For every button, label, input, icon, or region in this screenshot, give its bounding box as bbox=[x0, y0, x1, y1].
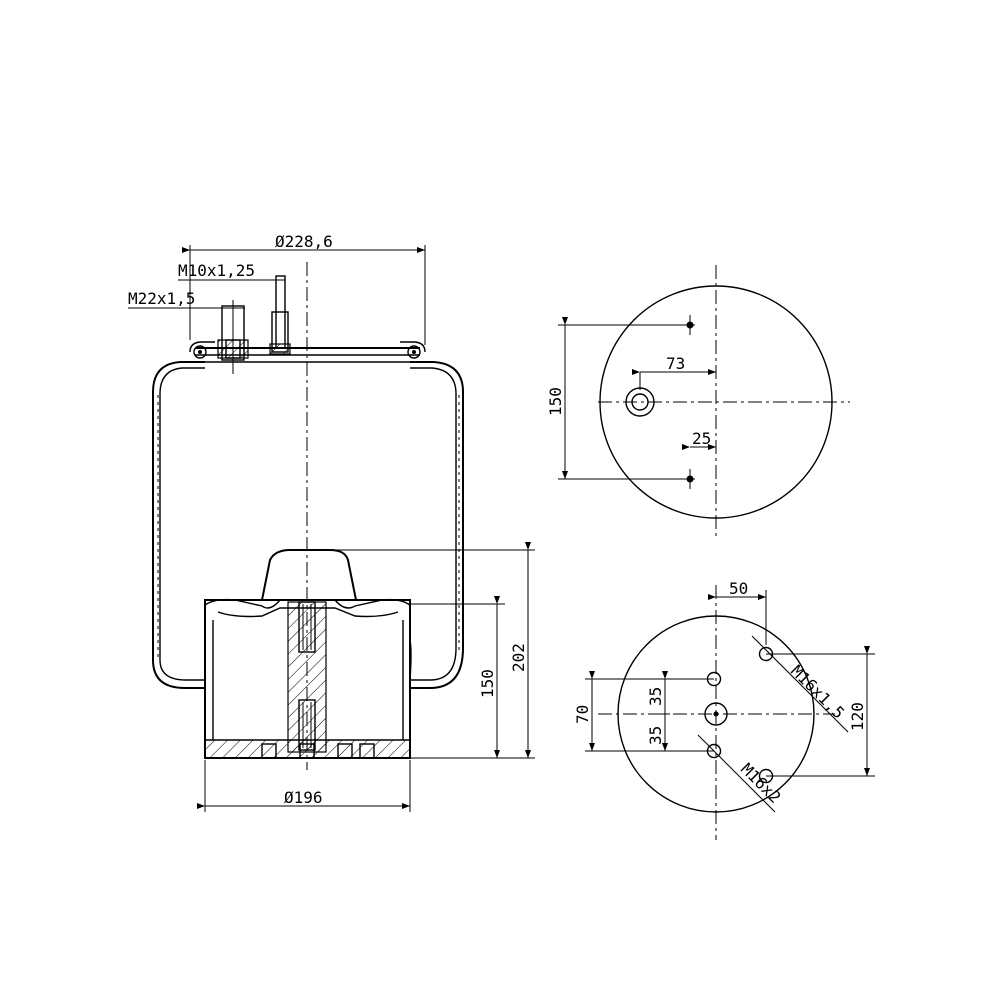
side-view: Ø228,6 M10x1,25 M22x1,5 202 150 bbox=[128, 232, 535, 812]
label-height-total: 202 bbox=[509, 643, 528, 672]
label-half-lower: 35 bbox=[646, 726, 665, 745]
label-half-upper: 35 bbox=[646, 687, 665, 706]
piston bbox=[204, 549, 411, 759]
dim-height-total: 202 bbox=[330, 542, 535, 759]
label-top-diameter: Ø228,6 bbox=[275, 232, 333, 251]
top-view: 150 73 25 bbox=[546, 265, 850, 540]
dim-thread-air: M22x1,5 bbox=[128, 289, 245, 309]
label-height-piston: 150 bbox=[478, 669, 497, 698]
dim-spacing-total: 70 bbox=[573, 671, 714, 752]
dim-offset-x: 50 bbox=[708, 579, 767, 645]
leader-m16x15: M16x1,5 bbox=[751, 635, 849, 733]
label-spacing-right: 120 bbox=[848, 702, 867, 731]
label-thread-air: M22x1,5 bbox=[128, 289, 195, 308]
dim-stud-spacing: 150 bbox=[546, 317, 695, 480]
center-hole bbox=[704, 702, 728, 726]
label-thread-small: M10x1,25 bbox=[178, 261, 255, 280]
dim-piston-diameter: Ø196 bbox=[197, 760, 411, 812]
label-thread-lower: M16x2 bbox=[737, 759, 784, 806]
dim-half-spacing: 35 35 bbox=[646, 671, 670, 751]
stud-m10 bbox=[269, 275, 291, 355]
label-stud-offset: 25 bbox=[692, 429, 711, 448]
dim-stud-offset: 25 bbox=[682, 429, 716, 450]
dim-spacing-right: 120 bbox=[766, 646, 875, 777]
label-spacing-total: 70 bbox=[573, 705, 592, 724]
label-air-offset: 73 bbox=[666, 354, 685, 373]
dim-thread-small: M10x1,25 bbox=[178, 261, 285, 281]
bottom-view: 50 70 35 35 120 M16x1,5 bbox=[573, 579, 875, 840]
dim-top-diameter: Ø228,6 bbox=[182, 232, 426, 345]
dim-air-offset: 73 bbox=[632, 354, 716, 390]
label-thread-upper: M16x1,5 bbox=[787, 661, 848, 722]
air-connection bbox=[217, 300, 249, 374]
label-stud-spacing: 150 bbox=[546, 387, 565, 416]
bellows bbox=[152, 361, 464, 689]
label-offset-x: 50 bbox=[729, 579, 748, 598]
dim-height-piston: 150 bbox=[410, 596, 505, 758]
label-piston-diameter: Ø196 bbox=[284, 788, 323, 807]
